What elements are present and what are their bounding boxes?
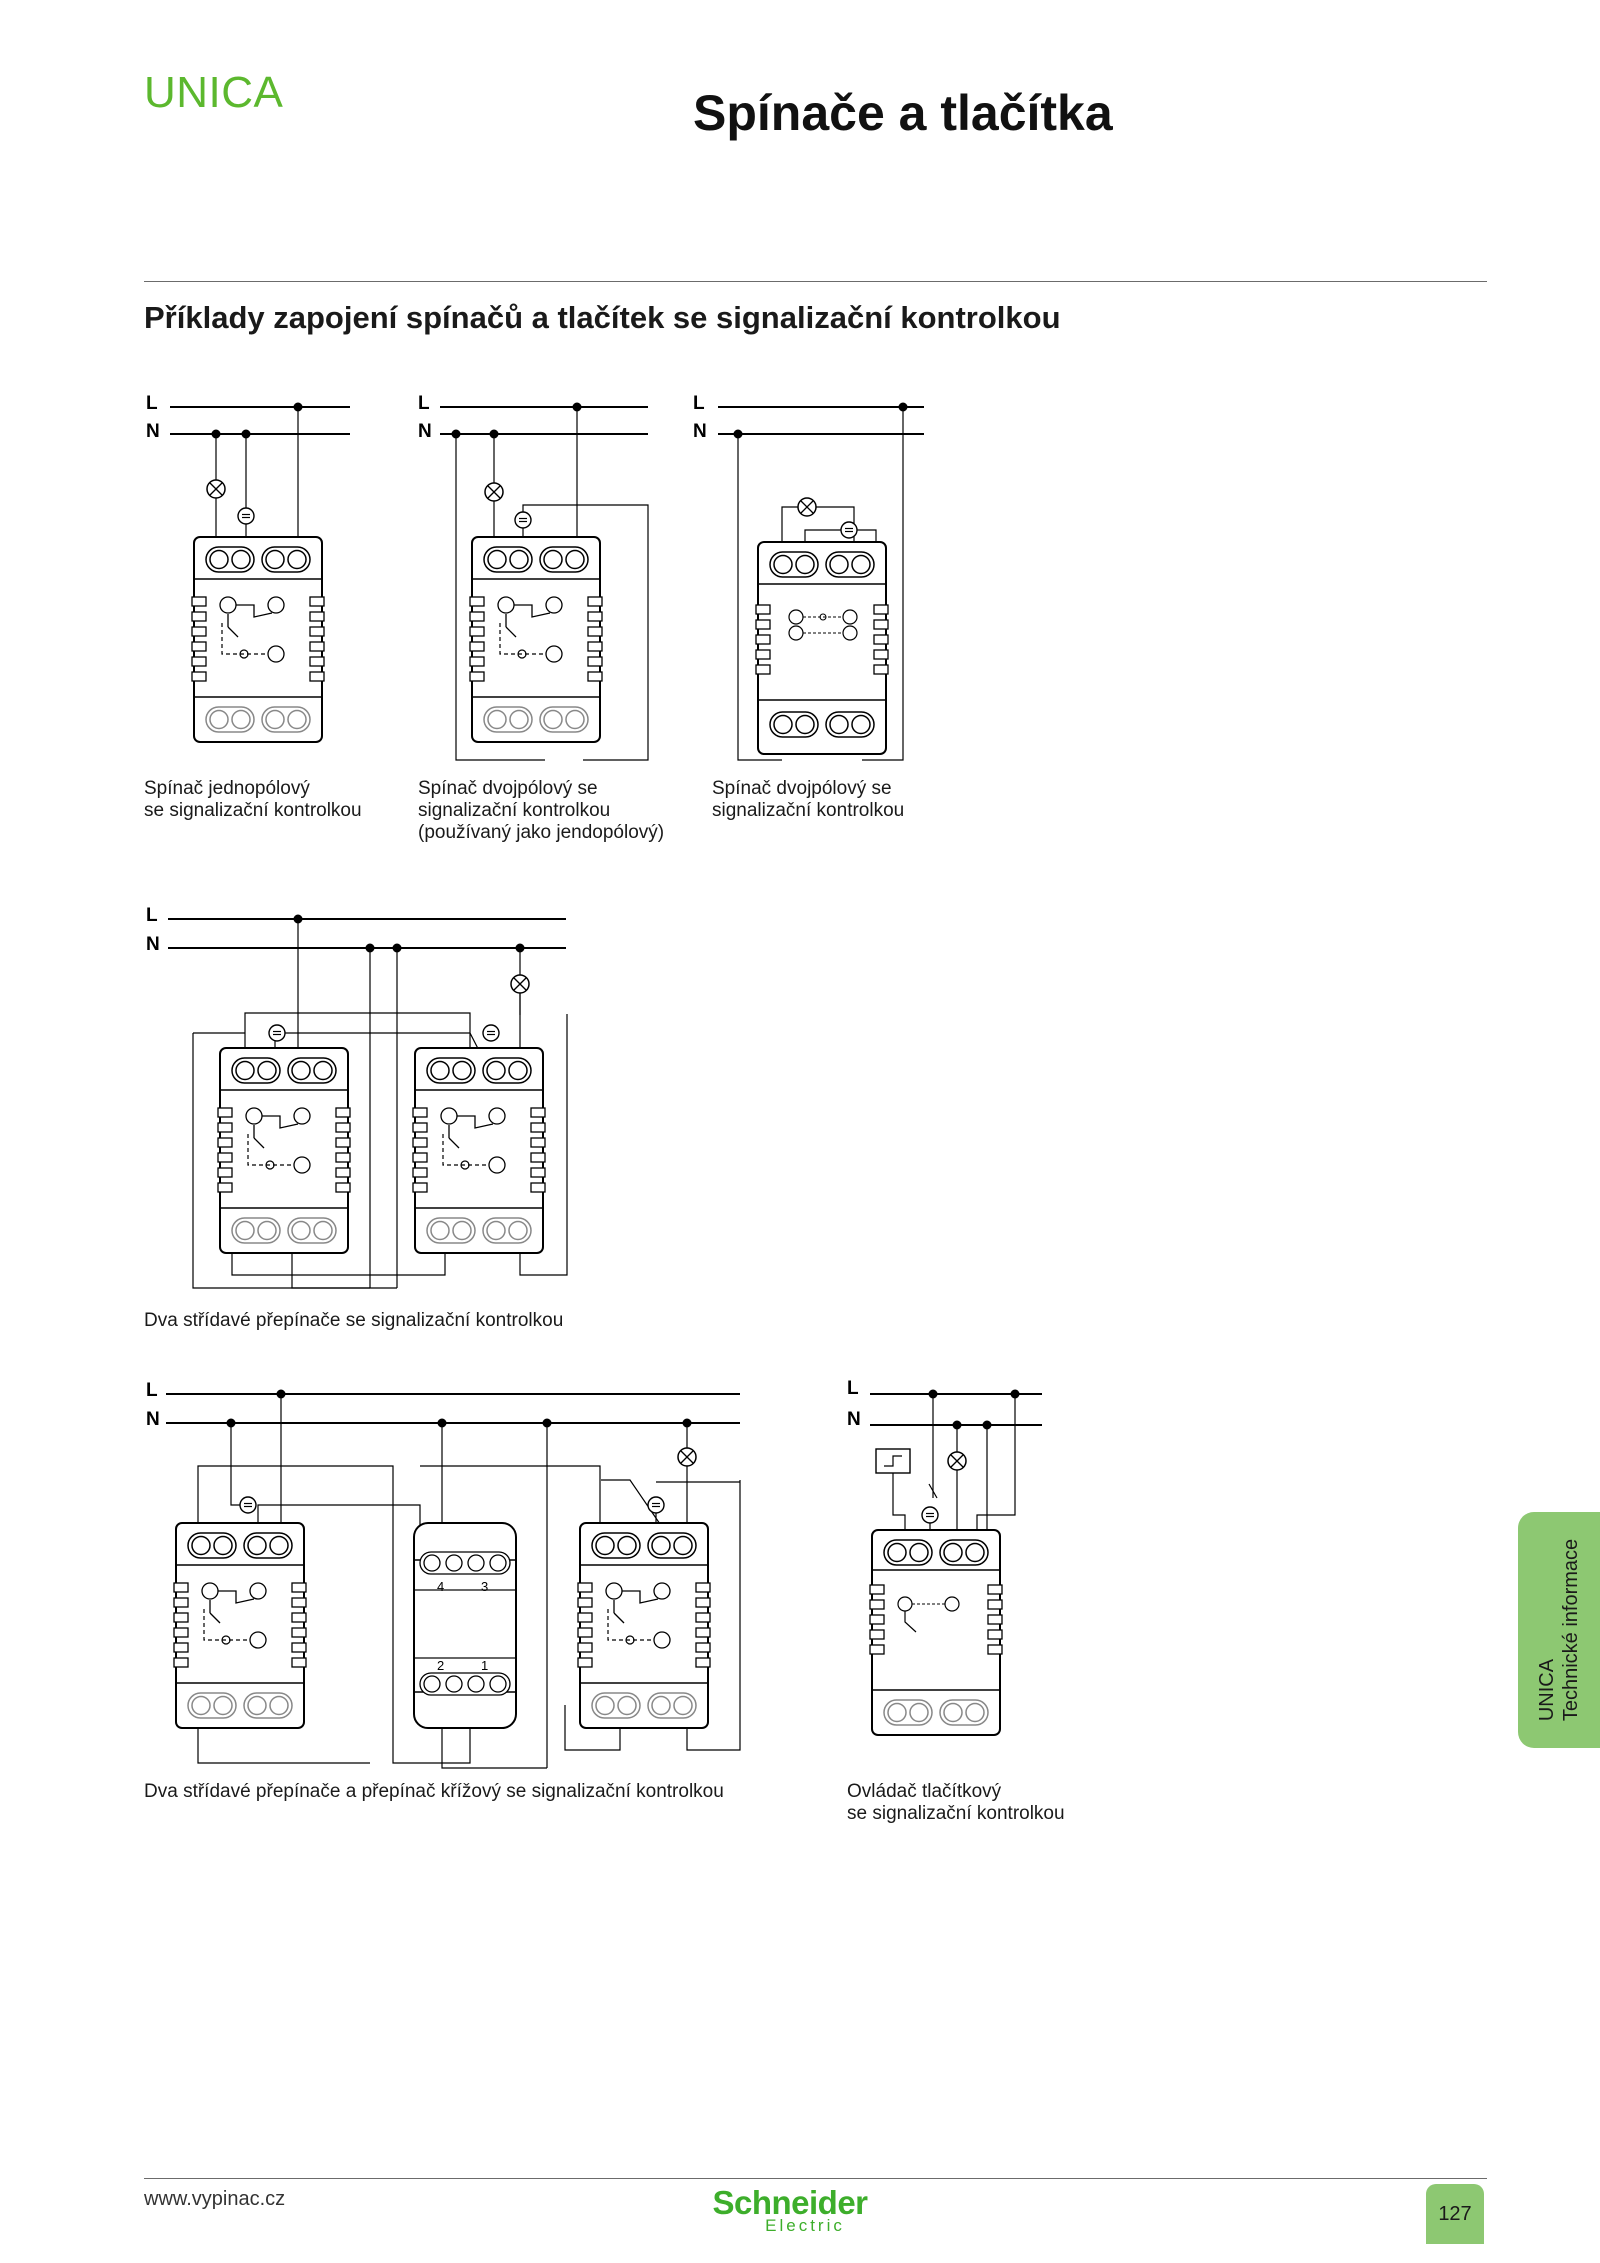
label-L: L: [146, 905, 158, 926]
label-L: L: [146, 1380, 158, 1401]
diagram-3: [718, 402, 924, 761]
label-L: L: [693, 393, 705, 414]
cross-terminal-2: 2: [437, 1658, 444, 1673]
diagram-1: [170, 402, 350, 743]
label-L: L: [418, 393, 430, 414]
diagram-4: [168, 914, 568, 1289]
label-N: N: [146, 1409, 160, 1430]
brand-name: UNICA: [144, 68, 284, 117]
page-title: Spínače a tlačítka: [693, 85, 1113, 141]
label-N: N: [847, 1409, 861, 1430]
footer-divider: [144, 2178, 1487, 2179]
label-L: L: [847, 1378, 859, 1399]
logo-subtitle: Electric: [765, 2216, 845, 2235]
label-N: N: [693, 421, 707, 442]
page-number: 127: [1426, 2184, 1484, 2244]
cross-terminal-3: 3: [481, 1579, 488, 1594]
caption-diagram-4: Dva střídavé přepínače se signalizační k…: [144, 1310, 564, 1331]
logo-wordmark: Schneider: [712, 2184, 868, 2221]
side-tab-line-1: UNICA: [1536, 1658, 1558, 1722]
label-L: L: [146, 393, 158, 414]
section-title: Příklady zapojení spínačů a tlačítek se …: [144, 300, 1061, 335]
diagram-5: [166, 1389, 741, 1769]
cross-terminal-1: 1: [481, 1658, 488, 1673]
label-N: N: [146, 421, 160, 442]
diagram-2: [440, 402, 649, 761]
label-N: N: [418, 421, 432, 442]
header-divider: [144, 281, 1487, 282]
diagram-6: [869, 1389, 1042, 1736]
label-N: N: [146, 934, 160, 955]
schneider-electric-logo: Schneider Electric: [705, 2186, 875, 2236]
caption-diagram-5: Dva střídavé přepínače a přepínač křížov…: [144, 1781, 724, 1802]
footer-url[interactable]: www.vypinac.cz: [144, 2188, 286, 2210]
side-tab-line-2: Technické informace: [1560, 1538, 1582, 1722]
cross-terminal-4: 4: [437, 1579, 444, 1594]
section-side-tab[interactable]: UNICA Technické informace: [1518, 1512, 1600, 1748]
